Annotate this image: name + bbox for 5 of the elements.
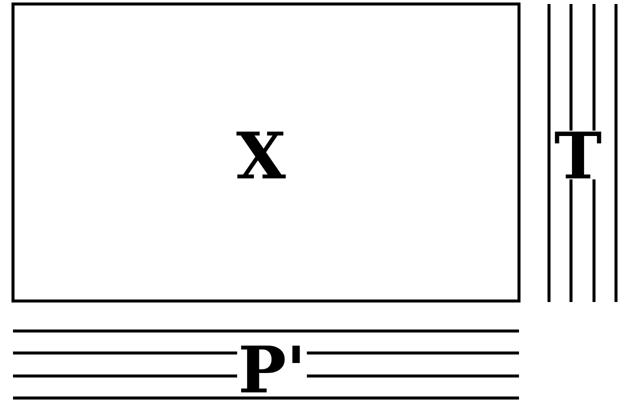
line-band: T [548, 4, 618, 302]
rectangle-box: X [12, 2, 520, 302]
node-label: P' [241, 346, 300, 392]
node-label: T [554, 132, 602, 178]
line-band: P' [13, 330, 519, 400]
